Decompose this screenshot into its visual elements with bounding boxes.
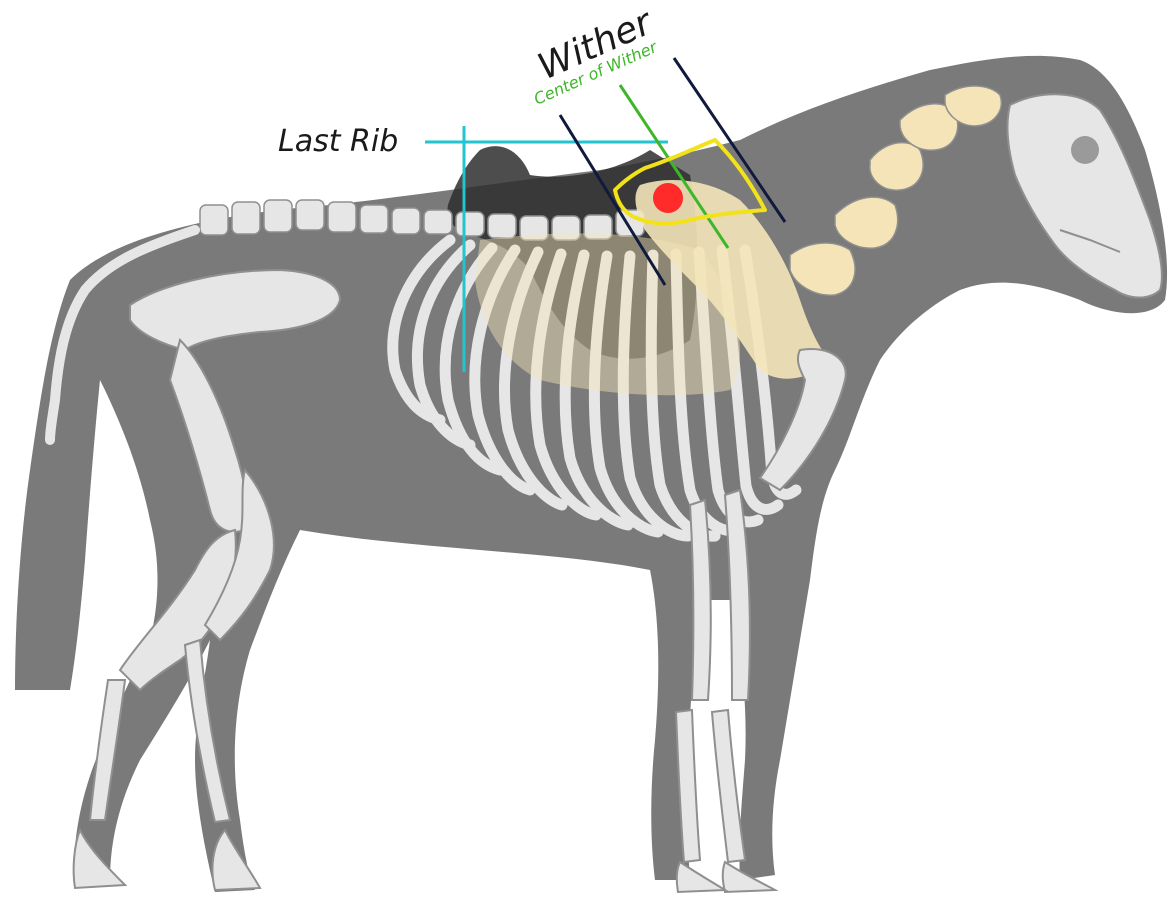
last-rib-label: Last Rib xyxy=(278,124,398,159)
center-of-wither-marker xyxy=(653,183,683,213)
eye-socket xyxy=(1071,136,1099,164)
